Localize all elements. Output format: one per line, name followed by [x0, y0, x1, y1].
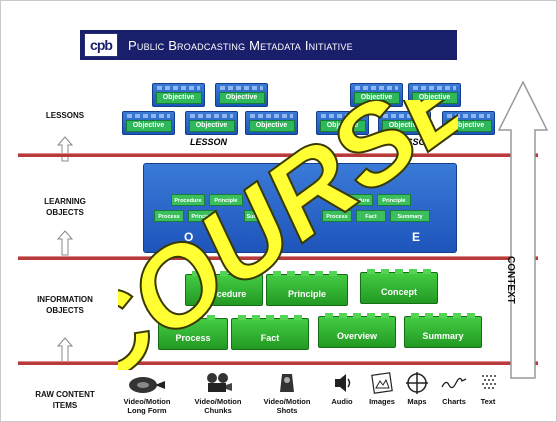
- lo-tile: Procedure: [171, 194, 205, 206]
- lo-tile: Principle: [377, 194, 411, 206]
- media-label: Video/Motion: [263, 397, 311, 406]
- lo-tile: Fact: [356, 210, 386, 222]
- objective-block: Objective: [408, 83, 461, 107]
- lesson-caption: LESSON: [395, 137, 433, 147]
- objective-block: Objective: [185, 111, 238, 135]
- objective-label: Objective: [445, 120, 492, 132]
- media-label: Audio: [331, 397, 353, 406]
- info-object-block: Summary: [404, 313, 482, 348]
- info-object-label: Summary: [422, 331, 464, 341]
- info-object-block: Process: [158, 315, 228, 350]
- crosshair-map-icon: [406, 372, 428, 394]
- level-label-lessons: LESSONS: [45, 111, 85, 120]
- objective-label: Objective: [381, 120, 428, 132]
- level-label-line: OBJECTS: [46, 208, 84, 217]
- media-item: Images: [364, 371, 400, 406]
- lo-tile: Principle: [188, 210, 218, 222]
- level-label-line: RAW CONTENT: [35, 390, 95, 399]
- media-item: Charts: [438, 371, 470, 406]
- info-object-block: Overview: [318, 313, 396, 348]
- up-arrow-icon: [57, 136, 73, 162]
- info-object-block: Concept: [360, 269, 438, 304]
- media-label: Video/Motion: [194, 397, 242, 406]
- objective-block: Objective: [122, 111, 175, 135]
- level-label-line: OBJECTS: [46, 306, 84, 315]
- objective-block: Objective: [152, 83, 205, 107]
- media-label: Long Form: [127, 406, 167, 415]
- info-object-label: Procedure: [201, 289, 247, 299]
- objective-label: Objective: [188, 120, 235, 132]
- lo-tile: Procedure: [339, 194, 373, 206]
- lo-tile: Summary: [390, 210, 430, 222]
- banner-title: Public Broadcasting Metadata Initiative: [128, 37, 353, 53]
- objective-block: Objective: [378, 111, 431, 135]
- level-label-information-objects: INFORMATION OBJECTS: [25, 294, 105, 316]
- media-item: Video/Motion Long Form: [118, 371, 176, 415]
- course-overlay-text: COURSE: [118, 100, 458, 370]
- media-label: Charts: [442, 397, 466, 406]
- chart-line-icon: [441, 377, 467, 389]
- lo-tile: Process: [154, 210, 184, 222]
- cpb-logo: cpb: [84, 33, 118, 57]
- film-strip-icon: [280, 374, 294, 392]
- info-object-block: Principle: [266, 271, 348, 306]
- context-arrow-icon: [497, 80, 549, 379]
- objective-label: Objective: [155, 92, 202, 104]
- level-label-line: INFORMATION: [37, 295, 93, 304]
- up-arrow-icon: [57, 230, 73, 256]
- film-reel-icon: [129, 377, 165, 393]
- level-label-line: LEARNING: [44, 197, 86, 206]
- objective-block: Objective: [442, 111, 495, 135]
- objective-label: Objective: [319, 120, 366, 132]
- info-object-block: Procedure: [185, 271, 263, 306]
- media-item: Text: [474, 371, 502, 406]
- level-label-learning-objects: LEARNING OBJECTS: [25, 196, 105, 218]
- lo-tile: Principle: [209, 194, 243, 206]
- image-icon: [371, 372, 393, 394]
- media-label: Text: [480, 397, 496, 406]
- media-item: Video/Motion Chunks: [190, 371, 246, 415]
- lo-tile: Summary: [244, 210, 274, 222]
- info-object-label: Concept: [381, 287, 417, 297]
- lo-tile: Process: [322, 210, 352, 222]
- objective-block: Objective: [316, 111, 369, 135]
- film-camera-icon: [207, 373, 232, 392]
- context-label: CONTEXT: [505, 256, 516, 304]
- objective-label: Objective: [125, 120, 172, 132]
- objective-block: Objective: [350, 83, 403, 107]
- media-item: Maps: [402, 371, 432, 406]
- info-object-block: Fact: [231, 315, 309, 350]
- text-dots-icon: [482, 375, 496, 389]
- info-object-label: Overview: [336, 331, 378, 341]
- objective-block: Objective: [215, 83, 268, 107]
- objective-block: Objective: [245, 111, 298, 135]
- media-label: Images: [369, 397, 395, 406]
- objective-label: Objective: [411, 92, 458, 104]
- media-label: Chunks: [204, 406, 232, 415]
- header-banner: cpb Public Broadcasting Metadata Initiat…: [80, 30, 457, 60]
- up-arrow-icon: [57, 337, 73, 363]
- objective-label: Objective: [218, 92, 265, 104]
- divider-rule: [18, 153, 538, 157]
- speaker-icon: [335, 374, 351, 392]
- course-word: COURSE: [118, 100, 458, 370]
- level-label-line: ITEMS: [52, 401, 78, 410]
- media-label: Maps: [407, 397, 427, 406]
- course-caption-right: E: [412, 230, 421, 244]
- info-object-label: Process: [175, 333, 211, 343]
- divider-rule: [18, 361, 538, 365]
- course-caption-left: O: [184, 230, 194, 244]
- media-item: Audio: [326, 371, 358, 406]
- media-label: Shots: [276, 406, 298, 415]
- course-block: Procedure Principle Procedure Principle …: [143, 163, 457, 253]
- objective-label: Objective: [353, 92, 400, 104]
- lesson-caption: LESSON: [190, 137, 228, 147]
- info-object-label: Principle: [287, 289, 326, 299]
- level-label-raw-content: RAW CONTENT ITEMS: [25, 389, 105, 411]
- divider-rule: [18, 256, 538, 260]
- objective-label: Objective: [248, 120, 295, 132]
- info-object-label: Fact: [260, 333, 280, 343]
- media-item: Video/Motion Shots: [258, 371, 316, 415]
- media-label: Video/Motion: [123, 397, 171, 406]
